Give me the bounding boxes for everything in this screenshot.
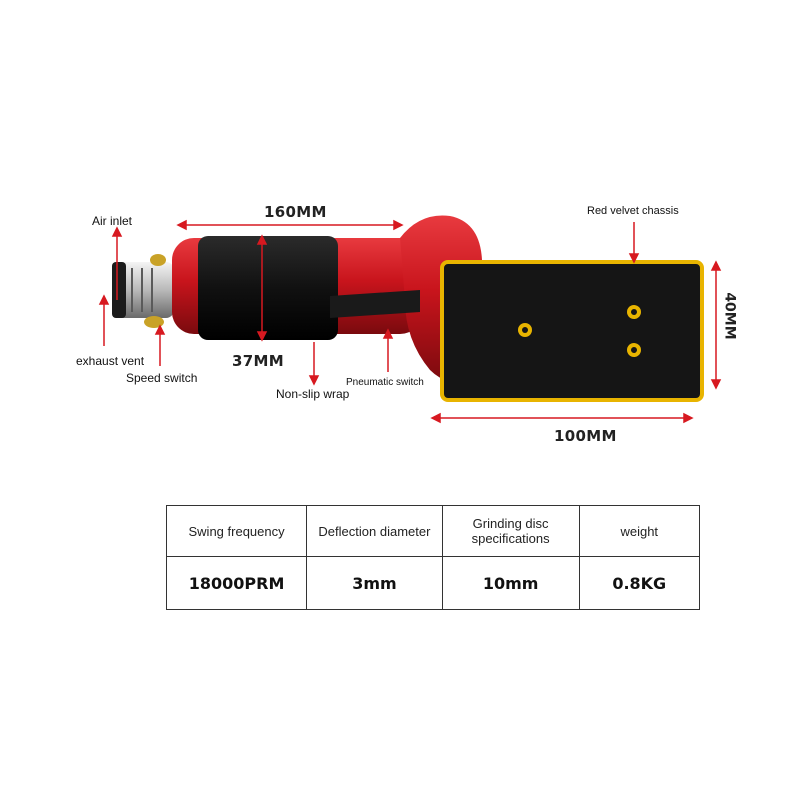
value-grinding-disc: 10mm xyxy=(441,556,580,610)
value-weight: 0.8KG xyxy=(578,556,700,610)
pad-height-dimension: 40MM xyxy=(721,292,738,340)
specs-value-row: 18000PRM 3mm 10mm 0.8KG xyxy=(165,556,700,610)
value-swing-frequency: 18000PRM xyxy=(165,556,308,610)
specs-header-row: Swing frequency Deflection diameter Grin… xyxy=(165,505,700,557)
header-swing-frequency: Swing frequency xyxy=(165,505,308,557)
non-slip-wrap-label: Non-slip wrap xyxy=(276,387,350,401)
air-inlet-label: Air inlet xyxy=(92,214,133,228)
sander-tool xyxy=(112,215,704,402)
grip-dimension: 37MM xyxy=(232,352,284,370)
speed-switch-knob xyxy=(150,254,166,266)
exhaust-vent-label: exhaust vent xyxy=(76,354,145,368)
pneumatic-switch-label: Pneumatic switch xyxy=(346,377,424,388)
annotation-arrows xyxy=(98,219,722,424)
non-slip-wrap xyxy=(198,236,338,340)
value-deflection-diameter: 3mm xyxy=(306,556,443,610)
header-grinding-disc: Grinding disc specifications xyxy=(441,505,580,557)
length-dimension: 160MM xyxy=(264,203,327,221)
pad-width-dimension: 100MM xyxy=(554,427,617,445)
product-figure xyxy=(98,215,722,424)
specs-table: Swing frequency Deflection diameter Grin… xyxy=(165,505,700,610)
header-weight: weight xyxy=(578,505,700,557)
speed-switch-label: Speed switch xyxy=(126,371,198,385)
red-velvet-chassis-pad xyxy=(440,260,704,402)
pneumatic-lever xyxy=(330,290,420,318)
header-deflection-diameter: Deflection diameter xyxy=(306,505,443,557)
red-velvet-chassis-label: Red velvet chassis xyxy=(587,205,679,217)
